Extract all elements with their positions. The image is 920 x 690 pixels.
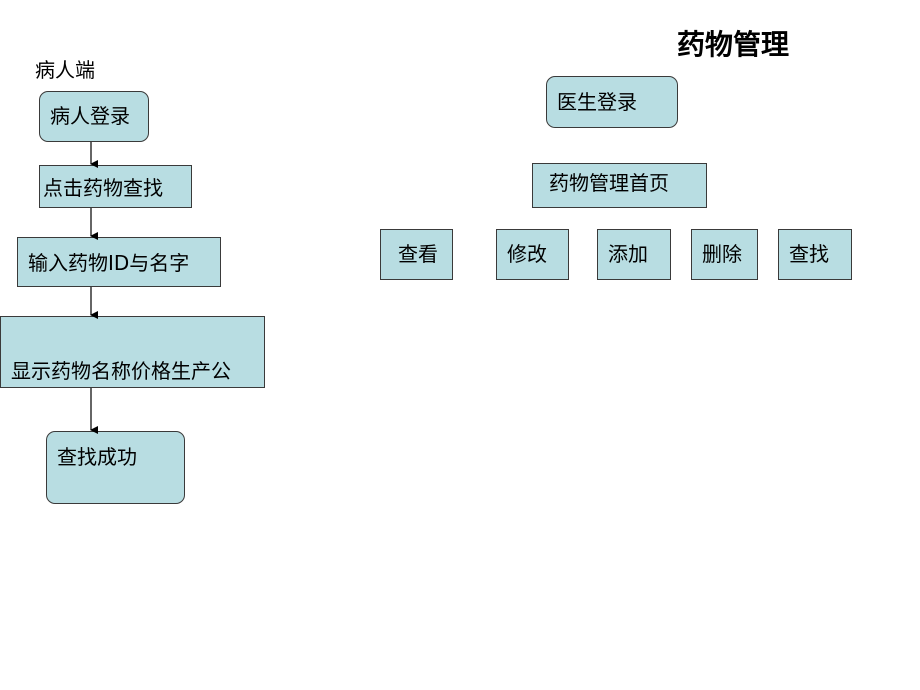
action-edit-text: 修改 <box>507 242 547 266</box>
action-view-text: 查看 <box>398 242 438 266</box>
patient-login-box: 病人登录 <box>39 91 149 142</box>
input-drug-id-text: 输入药物ID与名字 <box>28 251 190 275</box>
action-search-box: 查找 <box>778 229 852 280</box>
page-title: 药物管理 <box>677 28 790 61</box>
patient-login-text: 病人登录 <box>50 104 130 128</box>
action-delete-text: 删除 <box>702 242 742 266</box>
search-success-text: 查找成功 <box>57 445 137 469</box>
action-add-text: 添加 <box>608 242 648 266</box>
action-edit-box: 修改 <box>496 229 569 280</box>
drug-management-home-box: 药物管理首页 <box>532 163 707 208</box>
click-drug-search-text: 点击药物查找 <box>43 176 163 200</box>
search-success-box: 查找成功 <box>46 431 185 504</box>
drug-management-home-text: 药物管理首页 <box>549 171 669 195</box>
doctor-login-box: 医生登录 <box>546 76 678 128</box>
click-drug-search-box: 点击药物查找 <box>39 165 192 208</box>
input-drug-id-box: 输入药物ID与名字 <box>17 237 221 287</box>
display-drug-info-box: 显示药物名称价格生产公 司生产日期是否处方药 <box>0 316 265 388</box>
action-view-box: 查看 <box>380 229 453 280</box>
display-drug-info-text: 显示药物名称价格生产公 司生产日期是否处方药 <box>11 359 231 383</box>
doctor-login-text: 医生登录 <box>557 90 637 114</box>
patient-section-label: 病人端 <box>35 58 95 82</box>
action-delete-box: 删除 <box>691 229 758 280</box>
action-add-box: 添加 <box>597 229 671 280</box>
action-search-text: 查找 <box>789 242 829 266</box>
